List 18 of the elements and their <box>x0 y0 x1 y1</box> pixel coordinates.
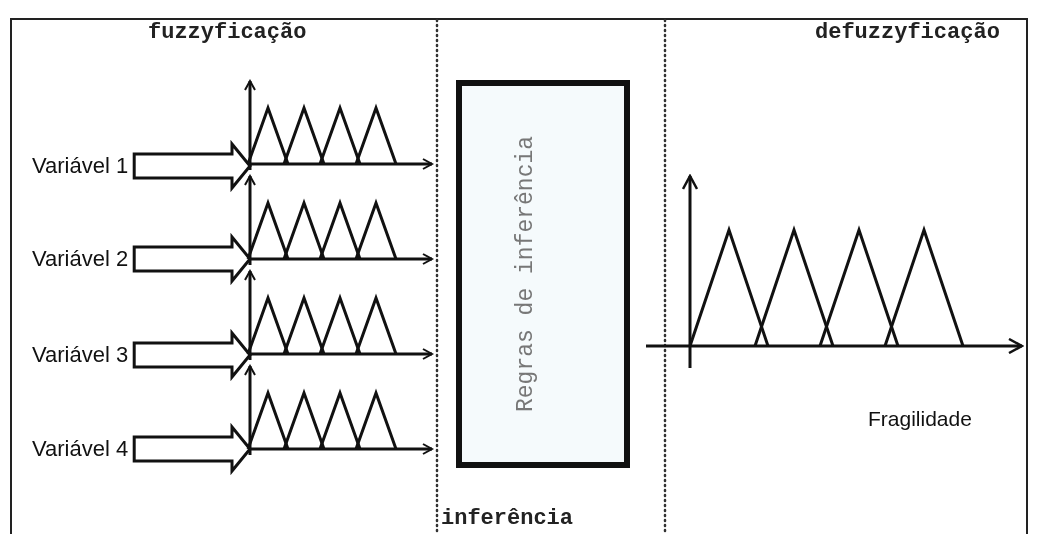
variable-label: Variável 2 <box>32 246 129 272</box>
block-arrow <box>132 422 252 476</box>
variable-label: Variável 3 <box>32 342 129 368</box>
box-text: Regras de inferência <box>512 135 540 415</box>
membership-function-drawing <box>246 363 436 455</box>
stage-heading: defuzzyficação <box>815 20 1000 46</box>
membership-function-drawing <box>246 268 436 360</box>
block-arrow <box>132 232 252 286</box>
membership-function-drawing <box>246 78 436 170</box>
process-box <box>456 80 630 468</box>
block-arrow <box>132 139 252 193</box>
stage-heading: fuzzyficação <box>148 20 307 46</box>
membership-function-drawing <box>246 173 436 265</box>
axis-label: Fragilidade <box>868 406 972 432</box>
variable-label: Variável 4 <box>32 436 129 462</box>
variable-label: Variável 1 <box>32 153 129 179</box>
stage-heading: inferência <box>441 506 574 532</box>
block-arrow <box>132 328 252 382</box>
